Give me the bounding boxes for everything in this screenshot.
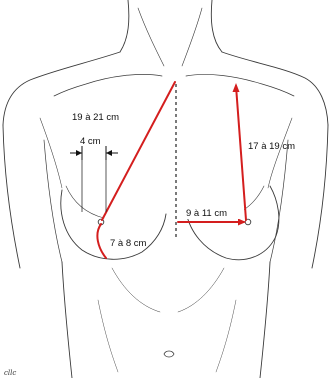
label-nipple-to-midclavicular-line: 4 cm <box>80 136 101 147</box>
sternocleidomastoid-right <box>182 8 202 66</box>
label-nipple-to-midline: 9 à 11 cm <box>186 208 227 219</box>
neck-right-outline <box>211 0 222 52</box>
abdomen-left-hint <box>98 300 118 372</box>
arm-right-inner <box>270 140 288 262</box>
ribcage-left-hint <box>112 268 160 312</box>
arm-left-inner <box>44 140 62 262</box>
torso-left-side <box>62 262 72 378</box>
navel <box>164 351 174 357</box>
breast-left-upper <box>66 186 104 218</box>
line-nipple-to-inframammary-fold <box>97 224 106 258</box>
ribcage-right-hint <box>178 268 224 312</box>
label-sternal-notch-to-nipple: 19 à 21 cm <box>72 112 119 123</box>
artist-signature: cllc <box>4 369 16 377</box>
arm-left-outer <box>3 125 20 268</box>
label-clavicle-to-nipple: 17 à 19 cm <box>248 141 295 152</box>
bracket-arrowhead-right <box>106 150 112 156</box>
clavicle-right <box>186 74 294 96</box>
pectoral-right-hint <box>268 118 292 188</box>
torso-right-side <box>260 262 270 378</box>
label-nipple-to-inframammary-fold: 7 à 8 cm <box>110 238 147 249</box>
pectoral-left-hint <box>40 118 62 188</box>
sternocleidomastoid-left <box>138 8 164 66</box>
clavicle-left <box>54 74 162 96</box>
neck-left-outline <box>120 0 129 52</box>
bracket-arrowhead-left <box>76 150 82 156</box>
line-clavicle-to-nipple <box>236 86 246 220</box>
arrowhead-clavicle-top <box>233 83 240 92</box>
abdomen-right-hint <box>216 300 236 372</box>
arrowhead-midline-right <box>238 219 246 226</box>
four-cm-bracket-arrowheads <box>76 150 112 156</box>
torso-illustration <box>3 0 328 378</box>
line-sternal-notch-to-nipple <box>102 82 175 220</box>
measurement-lines <box>97 82 246 258</box>
arm-right-outer <box>312 125 328 268</box>
